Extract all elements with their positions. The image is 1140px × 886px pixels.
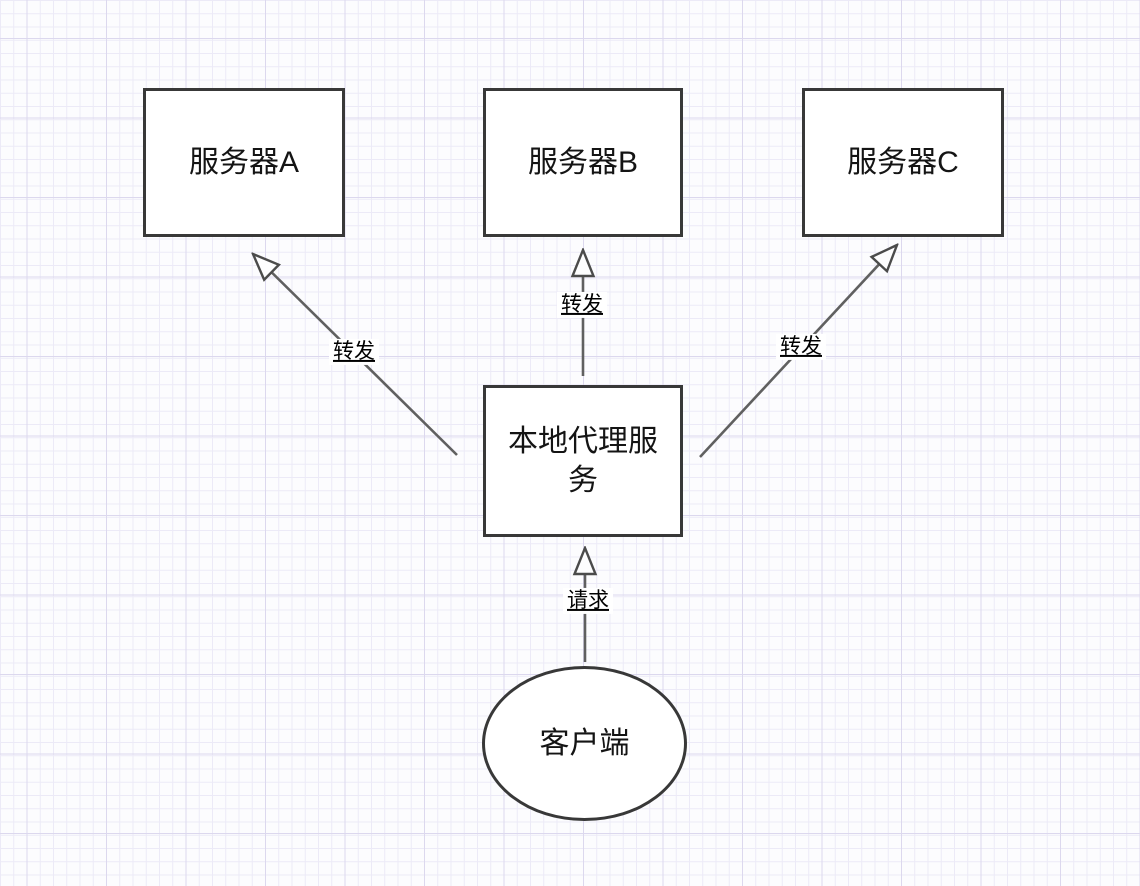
node-server-b-label: 服务器B [527,146,638,179]
node-server-a: 服务器A [143,88,345,237]
edge-label-request: 请求 [563,587,613,615]
node-server-c: 服务器C [802,88,1004,237]
node-client: 客户端 [482,666,687,821]
edge-label-forward-b: 转发 [557,291,607,319]
node-server-c-label: 服务器C [847,146,959,179]
edge-label-forward-c: 转发 [776,333,826,361]
node-local-proxy-service: 本地代理服务 [483,385,683,537]
node-client-label: 客户端 [539,727,630,760]
node-server-b: 服务器B [483,88,683,237]
node-server-a-label: 服务器A [188,146,299,179]
node-local-proxy-service-label: 本地代理服务 [508,425,658,497]
edge-label-forward-a: 转发 [329,338,379,366]
